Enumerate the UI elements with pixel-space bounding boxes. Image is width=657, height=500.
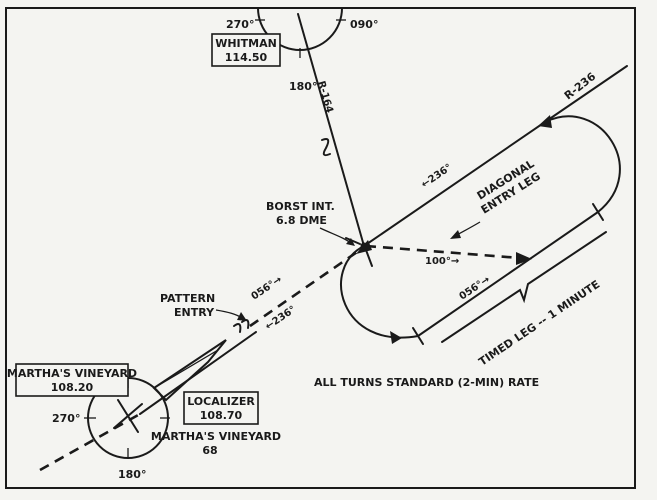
inbound-course-line [363, 121, 546, 247]
localizer-id-box [183, 391, 259, 425]
borst-leader [319, 227, 353, 245]
turn-arrow-far [538, 115, 552, 128]
whitman-bearing-090: 090° [350, 18, 378, 31]
pattern-entry-label-2: ENTRY [174, 306, 215, 319]
entry-break-mark-1 [233, 323, 242, 333]
entry-break-mark-2 [241, 319, 250, 329]
approach-track-dashed [249, 248, 361, 328]
pattern-entry-label-1: PATTERN [160, 292, 215, 305]
marthas-vor-frequency: 108.20 [51, 381, 94, 394]
r236-extension-line [544, 65, 628, 123]
borst-name: BORST INT. [266, 200, 335, 213]
borst-dme: 6.8 DME [276, 214, 327, 227]
course-236-lower: ←236° [264, 304, 299, 332]
whitman-frequency: 114.50 [225, 51, 268, 64]
marthas-vor-id-box [15, 363, 129, 397]
diagonal-entry-leg [365, 244, 521, 260]
whitman-bearing-180: 180° [289, 80, 317, 93]
far-end-turn [544, 115, 621, 213]
whitman-name: WHITMAN [215, 37, 277, 50]
approach-track-lower-dashed [39, 412, 141, 472]
timed-leg-label: TIMED LEG -- 1 MINUTE [476, 278, 602, 369]
marthas-vor-name: MARTHA'S VINEYARD [7, 367, 137, 380]
turns-note: ALL TURNS STANDARD (2-MIN) RATE [314, 376, 539, 389]
course-236-upper: ←236° [420, 162, 455, 190]
localizer-feather [152, 339, 227, 402]
radial-break-mark [321, 138, 331, 157]
borst-fix-dot [360, 242, 368, 250]
whitman-vor: 270° 090° 180° WHITMAN 114.50 [211, 7, 378, 93]
diagonal-entry-arrow [516, 252, 532, 265]
outbound-leg-line [417, 211, 599, 337]
marthas-bearing-180: 180° [118, 468, 146, 481]
localizer-name: LOCALIZER [187, 395, 255, 408]
whitman-bearing-270: 270° [226, 18, 254, 31]
pattern-entry-pointer [215, 309, 243, 319]
radial-164-label: R-164 [315, 80, 335, 115]
marthas-ndb-frequency: 68 [202, 444, 217, 457]
course-100-label: 100°→ [425, 256, 459, 267]
diagram-frame [5, 7, 636, 489]
borst-intersection: BORST INT. 6.8 DME [266, 200, 373, 267]
marthas-bearing-270: 270° [52, 412, 80, 425]
whitman-radial-line [297, 13, 365, 247]
turn-arrow-near [390, 331, 402, 344]
course-056-lower: 056°→ [250, 274, 285, 302]
whitman-id-box [211, 33, 281, 67]
near-end-turn [340, 245, 419, 339]
timed-leg-bracket [441, 231, 607, 343]
localizer-course-solid [139, 331, 257, 415]
localizer-frequency: 108.70 [200, 409, 243, 422]
marthas-ndb-name: MARTHA'S VINEYARD [151, 430, 281, 443]
